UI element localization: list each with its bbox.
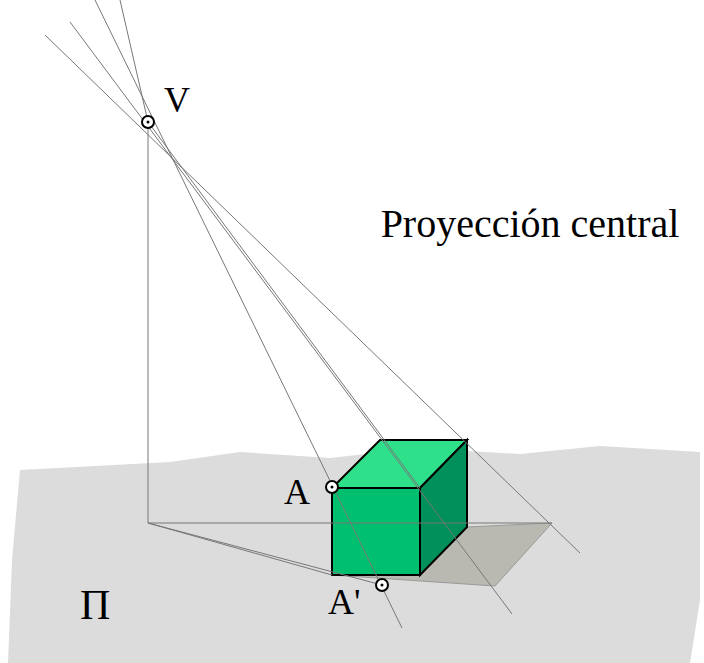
point-markers (142, 116, 388, 591)
point-label: A' (328, 582, 360, 622)
projection-rays (45, 0, 580, 628)
point-label: A (284, 472, 310, 512)
diagram-title: Proyección central (380, 200, 680, 248)
cube-side (420, 440, 467, 575)
plane-label: Π (80, 582, 110, 628)
cube-front (332, 488, 420, 575)
point-label: V (164, 80, 190, 120)
